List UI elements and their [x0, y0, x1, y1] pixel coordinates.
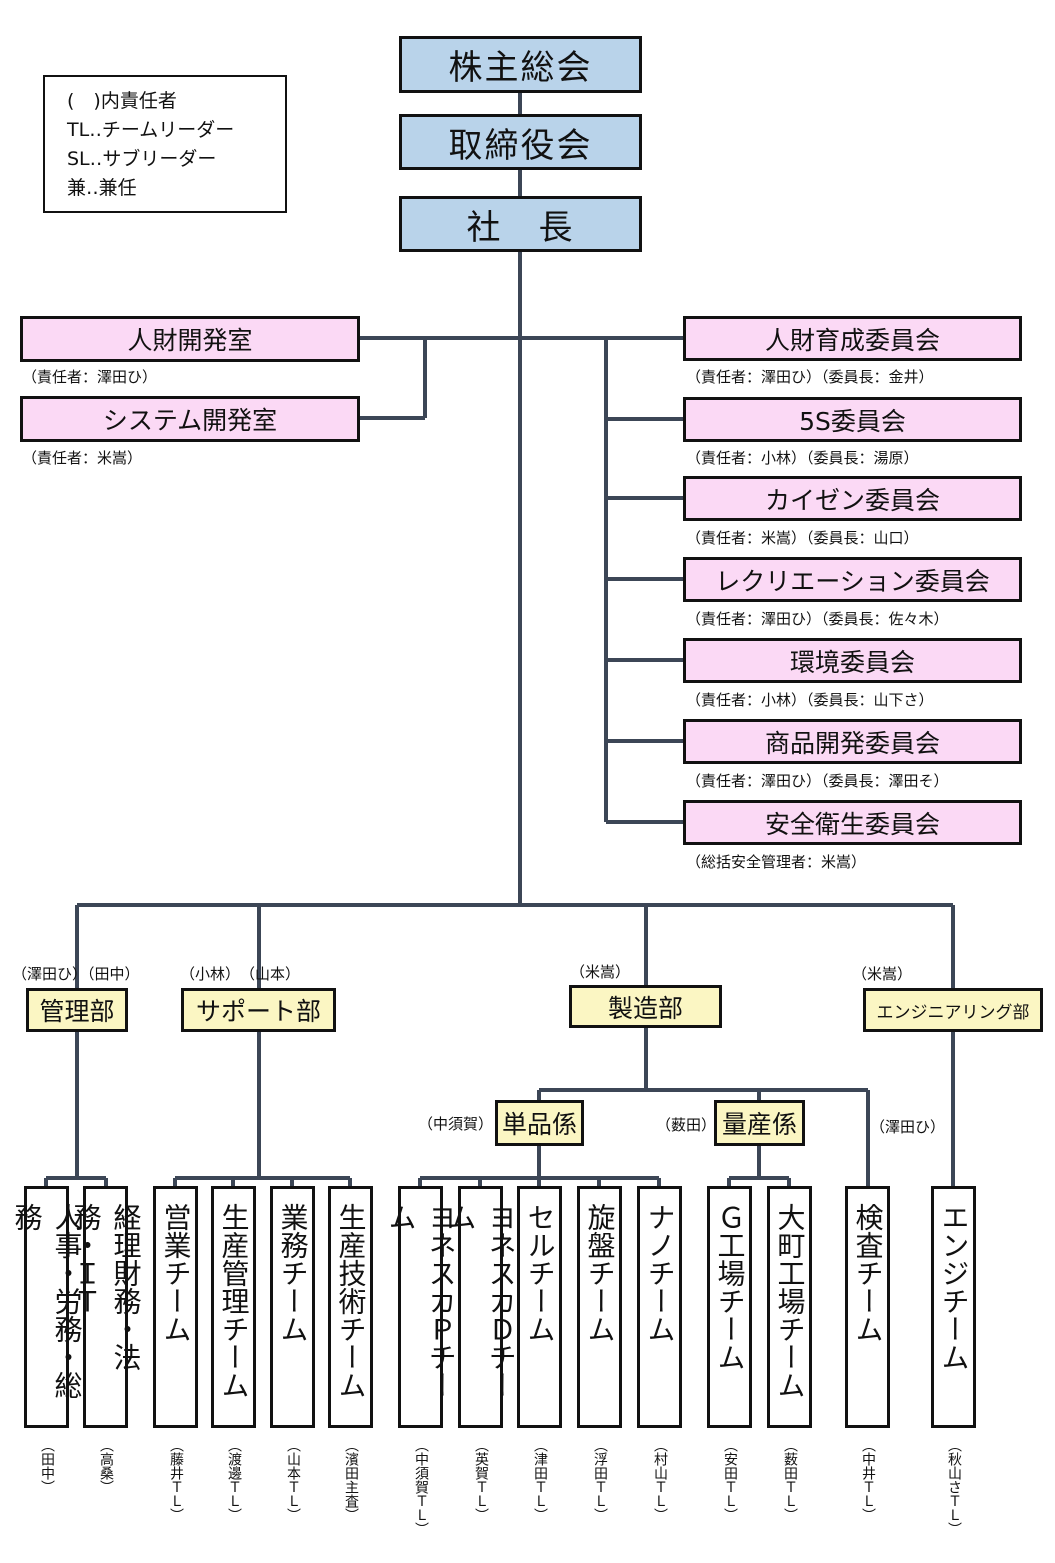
legend-item: TL‥チームリーダー: [67, 119, 235, 141]
inspection-head-note: （澤田ひ）: [870, 1118, 946, 1136]
team-lead-note: （秋山さＴＬ）: [946, 1438, 962, 1536]
team-box: ナノチーム: [637, 1186, 682, 1428]
committee-box: 5S委員会: [683, 397, 1022, 442]
department-box-administration: 管理部: [26, 988, 128, 1032]
section-head-note: （薮田）: [656, 1116, 717, 1134]
team-lead-note: （安田ＴＬ）: [722, 1438, 738, 1522]
team-lead-note: （山本ＴＬ）: [285, 1438, 301, 1522]
team-box: 業務チーム: [270, 1186, 315, 1428]
committee-note: （総括安全管理者：米嵩）: [686, 853, 867, 871]
committee-box: レクリエーション委員会: [683, 557, 1022, 602]
team-box: 生産技術チーム: [328, 1186, 373, 1428]
committee-box: カイゼン委員会: [683, 476, 1022, 521]
team-box: 大町工場チーム: [767, 1186, 812, 1428]
team-lead-note: （薮田ＴＬ）: [782, 1438, 798, 1522]
office-box-system-development: システム開発室: [20, 396, 360, 442]
committee-note: （責任者：米嵩）（委員長：山口）: [686, 529, 919, 547]
department-box-manufacturing: 製造部: [569, 985, 722, 1028]
committee-box: 人財育成委員会: [683, 316, 1022, 361]
team-lead-note: （田中）: [39, 1438, 55, 1494]
department-head-note: （米嵩）: [852, 965, 913, 983]
department-head-note: （小林） （山本）: [180, 965, 301, 983]
team-box: 旋盤チーム: [577, 1186, 622, 1428]
committee-box: 安全衛生委員会: [683, 800, 1022, 845]
office-note: （責任者：澤田ひ）: [22, 368, 158, 386]
team-box: セルチーム: [517, 1186, 562, 1428]
team-box: ヨネスカＰチーム: [385, 1186, 458, 1428]
team-lead-note: （中須賀ＴＬ）: [413, 1438, 429, 1536]
board-box: 取締役会: [399, 114, 642, 170]
team-lead-note: （濱田主査）: [343, 1438, 359, 1522]
team-lead-note: （渡邊ＴＬ）: [226, 1438, 242, 1522]
legend-item: SL‥サブリーダー: [67, 148, 217, 170]
committee-note: （責任者：小林）（委員長：湯原）: [686, 449, 919, 467]
committee-note: （責任者：澤田ひ）（委員長：佐々木）: [686, 610, 949, 628]
legend-item: ( )内責任者: [67, 90, 177, 112]
team-box: 検査チーム: [845, 1186, 890, 1428]
team-box: 生産管理チーム: [211, 1186, 256, 1428]
team-box: ヨネスカＤチーム: [445, 1186, 518, 1428]
section-head-note: （中須賀）: [418, 1115, 494, 1133]
team-lead-note: （英賀ＴＬ）: [473, 1438, 489, 1522]
team-box: 経理財務・法務・ＩＴ: [70, 1186, 143, 1428]
shareholders-meeting-box: 株主総会: [399, 36, 642, 93]
team-lead-note: （藤井ＴＬ）: [168, 1438, 184, 1522]
department-box-support: サポート部: [181, 988, 336, 1032]
team-box: 営業チーム: [153, 1186, 198, 1428]
office-box-hr-development: 人財開発室: [20, 316, 360, 362]
legend-box: ( )内責任者 TL‥チームリーダー SL‥サブリーダー 兼‥兼任: [43, 75, 287, 213]
committee-box: 環境委員会: [683, 638, 1022, 683]
department-head-note: （米嵩）: [570, 963, 631, 981]
committee-box: 商品開発委員会: [683, 719, 1022, 764]
committee-note: （責任者：小林）（委員長：山下さ）: [686, 691, 934, 709]
committee-note: （責任者：澤田ひ）（委員長：金井）: [686, 368, 934, 386]
department-head-note: （澤田ひ）（田中）: [12, 965, 140, 983]
legend-item: 兼‥兼任: [67, 177, 137, 199]
team-lead-note: （高桑）: [98, 1438, 114, 1494]
department-box-engineering: エンジニアリング部: [863, 988, 1043, 1032]
team-box: エンジチーム: [931, 1186, 976, 1428]
committee-note: （責任者：澤田ひ）（委員長：澤田そ）: [686, 772, 949, 790]
team-box: Ｇ工場チーム: [707, 1186, 752, 1428]
team-box: 人事・労務・総務: [11, 1186, 84, 1428]
president-box: 社 長: [399, 196, 642, 252]
team-lead-note: （村山ＴＬ）: [652, 1438, 668, 1522]
team-lead-note: （津田ＴＬ）: [532, 1438, 548, 1522]
section-box-single-item: 単品係: [495, 1100, 584, 1146]
team-lead-note: （中井ＴＬ）: [860, 1438, 876, 1522]
office-note: （責任者：米嵩）: [22, 449, 143, 467]
section-box-mass-production: 量産係: [714, 1100, 805, 1146]
team-lead-note: （浮田ＴＬ）: [592, 1438, 608, 1522]
